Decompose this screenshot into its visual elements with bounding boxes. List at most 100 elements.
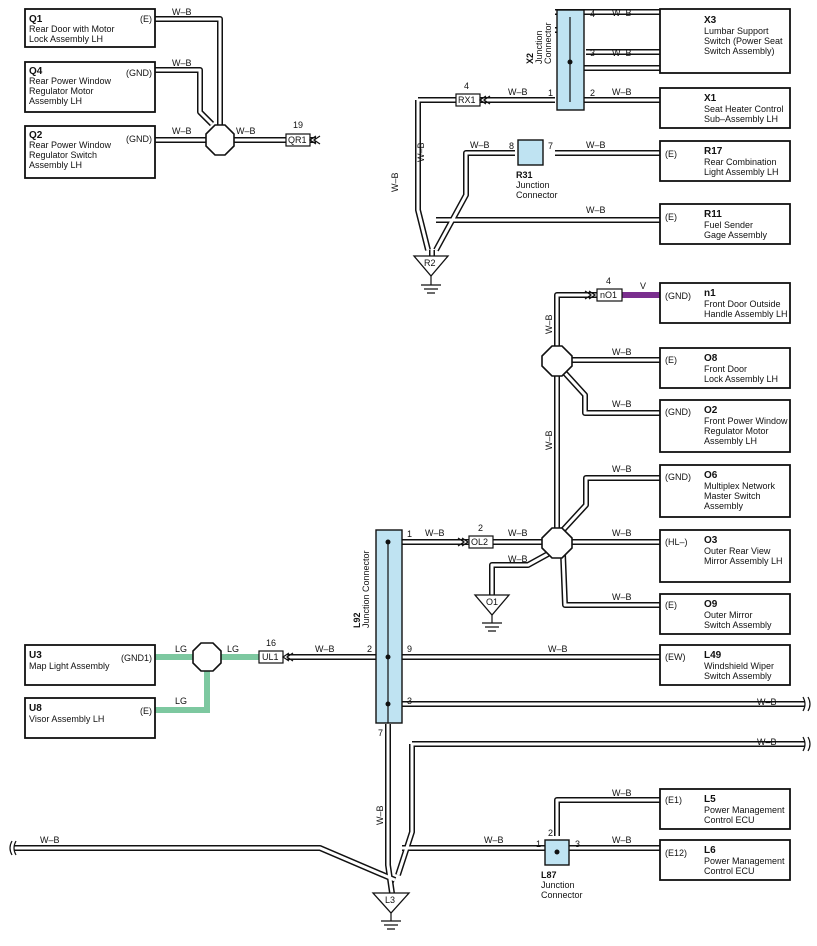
component-o9: O9 Outer Mirror Switch Assembly (E): [659, 593, 791, 635]
n1-pin: (GND): [665, 291, 691, 301]
ground-r2: R2: [412, 255, 450, 294]
n1-line-1: Front Door Outside: [704, 299, 781, 309]
splice-q: [205, 124, 235, 156]
o2-pin: (GND): [665, 407, 691, 417]
r11-code: R11: [704, 209, 722, 220]
l6-line-2: Control ECU: [704, 866, 755, 876]
wire-label: W–B: [612, 528, 632, 538]
o3-code: O3: [704, 535, 718, 546]
wire-label: W–B: [375, 805, 385, 825]
wire-label: LG: [175, 644, 187, 654]
wire-label: W–B: [508, 554, 528, 564]
q4-line-1: Rear Power Window: [29, 76, 112, 86]
l5-line-2: Control ECU: [704, 815, 755, 825]
q1-pin: (E): [140, 14, 152, 24]
wires-colored: [155, 292, 660, 713]
l87-pin-3: 3: [575, 839, 580, 849]
o6-code: O6: [704, 470, 718, 481]
wire-label: W–B: [40, 835, 60, 845]
x2-pin-1: 1: [548, 88, 553, 98]
o8-code: O8: [704, 353, 718, 364]
q4-code: Q4: [29, 66, 43, 77]
o9-code: O9: [704, 599, 718, 610]
r17-pin: (E): [665, 149, 677, 159]
component-x1: X1 Seat Heater Control Sub–Assembly LH: [659, 87, 791, 129]
r31-label-1: Junction: [516, 180, 550, 190]
q1-line-1: Rear Door with Motor: [29, 24, 115, 34]
q2-line-2: Regulator Switch: [29, 150, 97, 160]
x3-code: X3: [704, 15, 717, 26]
x3-line-2: Switch (Power Seat: [704, 36, 783, 46]
component-o8: O8 Front Door Lock Assembly LH (E): [659, 347, 791, 389]
wire-label: LG: [227, 644, 239, 654]
component-r11: R11 Fuel Sender Gage Assembly (E): [659, 203, 791, 245]
junction-r31: 8 7 R31 Junction Connector: [509, 139, 558, 200]
wire-label: W–B: [612, 835, 632, 845]
l87-code: L87: [541, 870, 557, 880]
wire-label: W–B: [484, 835, 504, 845]
ol2-code: OL2: [471, 537, 488, 547]
wire-label: W–B: [508, 87, 528, 97]
n1-line-2: Handle Assembly LH: [704, 309, 788, 319]
o2-line-1: Front Power Window: [704, 416, 788, 426]
o9-line-1: Outer Mirror: [704, 610, 753, 620]
l5-pin: (E1): [665, 795, 682, 805]
component-o2: O2 Front Power Window Regulator Motor As…: [659, 399, 791, 453]
inline-ol2: OL2 2: [457, 523, 494, 549]
wire-labels: W–B W–B W–B W–B W–B W–B W–B W–B W–B W–B …: [40, 7, 777, 845]
q4-line-2: Regulator Motor: [29, 86, 94, 96]
o8-line-1: Front Door: [704, 364, 747, 374]
o3-line-2: Mirror Assembly LH: [704, 556, 783, 566]
l49-code: L49: [704, 650, 722, 661]
junction-l87: 1 2 3 L87 Junction Connector: [536, 828, 583, 900]
component-u8: U8 Visor Assembly LH (E): [24, 697, 156, 739]
x3-line-3: Switch Assembly): [704, 46, 775, 56]
wire-label: W–B: [612, 48, 632, 58]
wire-label: W–B: [390, 172, 400, 192]
l87-label-1: Junction: [541, 880, 575, 890]
inline-ul1: UL1 16: [258, 638, 294, 664]
wire-label: W–B: [544, 314, 554, 334]
component-l5: L5 Power Management Control ECU (E1): [659, 788, 791, 830]
wire-breaks: [9, 696, 811, 856]
splice-points: [192, 124, 573, 672]
o9-line-2: Switch Assembly: [704, 620, 772, 630]
component-l6: L6 Power Management Control ECU (E12): [659, 839, 791, 881]
splice-u: [192, 642, 222, 672]
wire-label: W–B: [757, 697, 777, 707]
q1-code: Q1: [29, 14, 43, 25]
o6-pin: (GND): [665, 472, 691, 482]
junction-x2: 4 3 1 2 X2 Junction Connector: [525, 9, 595, 111]
x1-code: X1: [704, 93, 717, 104]
q2-line-3: Assembly LH: [29, 160, 82, 170]
u3-code: U3: [29, 650, 42, 661]
wire-label: LG: [175, 696, 187, 706]
component-o3: O3 Outer Rear View Mirror Assembly LH (H…: [659, 529, 791, 583]
l49-line-1: Windshield Wiper: [704, 661, 774, 671]
component-o6: O6 Multiplex Network Master Switch Assem…: [659, 464, 791, 518]
r11-line-2: Gage Assembly: [704, 230, 768, 240]
wires-wb: [14, 9, 805, 894]
u8-pin: (E): [140, 706, 152, 716]
inline-rx1: RX1 4: [455, 81, 491, 107]
r2-code: R2: [424, 258, 436, 268]
ground-l3: L3: [371, 892, 411, 930]
r17-line-2: Light Assembly LH: [704, 167, 779, 177]
wire-label: W–B: [315, 644, 335, 654]
ground-o1: O1: [473, 594, 511, 632]
l49-pin: (EW): [665, 652, 686, 662]
x2-pin-2: 2: [590, 88, 595, 98]
x2-code: X2: [525, 53, 535, 64]
wire-label: W–B: [612, 399, 632, 409]
l92-pin-9: 9: [407, 644, 412, 654]
rx1-code: RX1: [458, 95, 476, 105]
o6-line-3: Assembly: [704, 501, 744, 511]
l92-pin-2: 2: [367, 644, 372, 654]
wire-label: W–B: [612, 464, 632, 474]
splice-o-lower: [541, 527, 573, 559]
x2-label-2: Connector: [543, 22, 553, 64]
x1-line-1: Seat Heater Control: [704, 104, 784, 114]
wire-label: W–B: [612, 592, 632, 602]
no1-code: nO1: [600, 290, 617, 300]
